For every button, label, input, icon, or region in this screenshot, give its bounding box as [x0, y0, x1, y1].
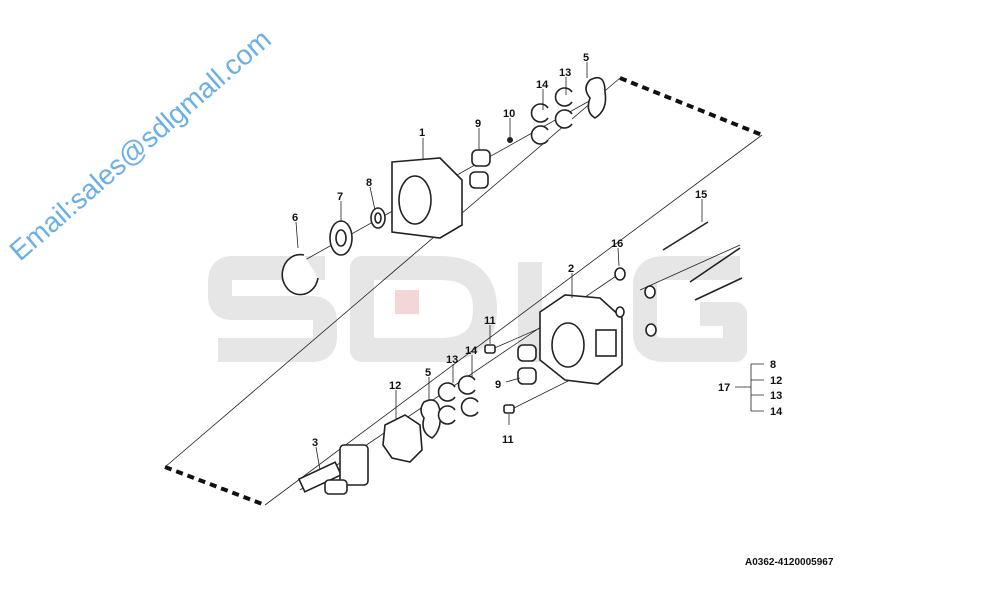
part-5-seal-plate-bottom[interactable] — [420, 399, 442, 439]
part-7-bearing[interactable] — [329, 220, 353, 256]
part-9-bushing-top[interactable] — [469, 149, 491, 189]
kit-legend: 17 8 12 13 14 — [718, 359, 783, 418]
boundary-dash-top — [619, 76, 763, 137]
callout-5: 5 — [583, 52, 589, 64]
boundary-line-right — [264, 134, 763, 506]
callout-14-bottom: 14 — [465, 345, 478, 357]
part-5-seal-plate-top[interactable] — [585, 76, 607, 119]
callout-11-upper: 11 — [484, 315, 496, 327]
callout-11-lower: 11 — [502, 434, 514, 446]
part-13-ring-top[interactable] — [554, 87, 573, 129]
callout-13-bottom: 13 — [446, 354, 458, 366]
drawing-code: A0362-4120005967 — [745, 557, 834, 568]
part-3-gear-shaft[interactable] — [297, 444, 369, 495]
legend-group: 17 — [718, 382, 730, 394]
legend-item: 12 — [770, 375, 782, 387]
callout-2: 2 — [568, 263, 574, 275]
callout-10: 10 — [503, 108, 515, 120]
part-11-dowel-lower[interactable] — [503, 404, 515, 414]
callout-8: 8 — [366, 177, 372, 189]
part-11-dowel-upper[interactable] — [484, 344, 496, 354]
callout-7: 7 — [337, 191, 343, 203]
part-2-pump-body[interactable] — [539, 294, 623, 385]
callout-9-bottom: 9 — [495, 379, 501, 391]
callout-5-bottom: 5 — [425, 367, 431, 379]
part-15-bolts[interactable] — [662, 221, 743, 301]
callout-12: 12 — [389, 380, 401, 392]
part-8-seal[interactable] — [370, 207, 386, 229]
part-10-pin[interactable] — [507, 137, 513, 143]
callout-14: 14 — [536, 79, 549, 91]
callout-9: 9 — [475, 118, 481, 130]
part-1-front-cover[interactable] — [391, 157, 463, 239]
legend-item: 8 — [770, 359, 776, 371]
part-6-snap-ring[interactable] — [281, 253, 319, 296]
part-9-bushing-bottom[interactable] — [517, 344, 537, 385]
part-13-ring-bottom[interactable] — [437, 382, 456, 425]
part-14-ring-top[interactable] — [530, 103, 549, 145]
callout-1: 1 — [419, 127, 425, 139]
part-12-o-ring[interactable] — [382, 414, 423, 463]
legend-item: 14 — [770, 406, 783, 418]
callout-16: 16 — [611, 238, 623, 250]
email-watermark: Email:sales@sdlgmall.com — [4, 23, 277, 266]
callout-13: 13 — [559, 67, 571, 79]
part-16-washers[interactable] — [614, 267, 657, 337]
callout-6: 6 — [292, 212, 298, 224]
part-14-ring-bottom[interactable] — [457, 375, 479, 417]
callout-3: 3 — [312, 437, 318, 449]
callouts: 1 9 10 14 13 5 8 7 6 15 16 2 11 14 13 5 … — [292, 52, 707, 449]
callout-15: 15 — [695, 189, 707, 201]
legend-item: 13 — [770, 390, 782, 402]
boundary-dash-bottom — [164, 465, 266, 507]
